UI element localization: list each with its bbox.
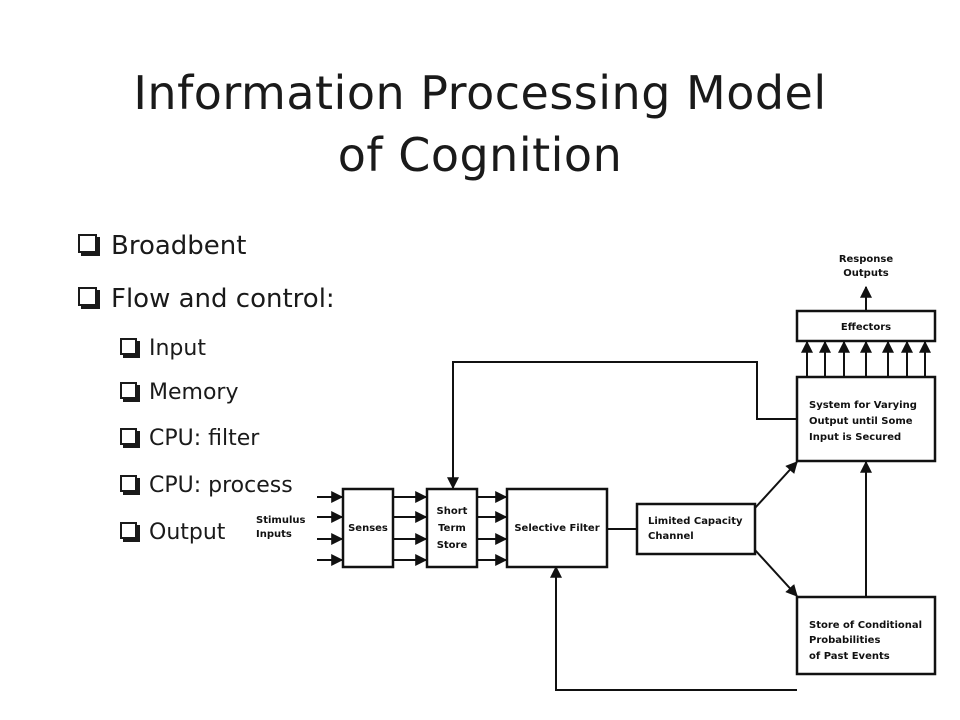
subbullet-cpu-filter: CPU: filter [120,421,259,457]
system-to-effectors-arrows [801,340,931,377]
subbullet-input: Input [120,331,206,367]
subbullet-text: Output [149,520,226,545]
subbullet-output: Output [120,515,225,551]
checkbox-bullet-icon [120,474,137,492]
short-term-label-3: Store [437,540,468,551]
title-line-1: Information Processing Model [133,66,827,120]
subbullet-text: CPU: process [149,473,293,498]
bullet-text: Flow and control: [111,284,335,314]
limited-capacity-box [635,502,757,556]
system-label-2: Output until Some [809,416,913,427]
stimulus-arrows [317,491,344,566]
checkbox-bullet-icon [78,234,97,253]
subbullet-text: Memory [149,380,239,405]
senses-to-sts-arrows [393,491,428,566]
bullet-text: Broadbent [111,231,247,261]
subbullet-cpu-process: CPU: process [120,468,293,504]
response-label: Response [839,254,894,265]
senses-box [341,487,395,569]
top-feedback-loop [447,361,797,490]
store-label-2: Probabilities [809,635,880,646]
channel-to-store-arrow [754,549,798,597]
bullet-flow-control: Flow and control: [78,279,335,319]
checkbox-bullet-icon [120,381,137,399]
short-term-label-1: Short [437,506,468,517]
stimulus-label-1: Stimulus [256,515,305,526]
outputs-label: Outputs [843,268,888,279]
system-label-1: System for Varying [809,400,917,411]
bottom-feedback-loop [550,565,797,691]
senses-label: Senses [348,523,388,534]
effectors-label: Effectors [841,322,891,333]
store-label-1: Store of Conditional [809,620,922,631]
subbullet-memory: Memory [120,375,238,411]
limited-capacity-label-1: Limited Capacity [648,516,743,527]
short-term-label-2: Term [438,523,466,534]
bullet-broadbent: Broadbent [78,226,246,266]
sts-to-filter-arrows [477,491,508,566]
checkbox-bullet-icon [120,521,137,539]
stimulus-label-2: Inputs [256,529,292,540]
subbullet-text: Input [149,336,206,361]
system-label-3: Input is Secured [809,432,901,443]
title-line-2: of Cognition [337,128,623,182]
checkbox-bullet-icon [120,337,137,355]
channel-to-system-arrow [754,461,798,509]
store-label-3: of Past Events [809,651,890,662]
slide-title: Information Processing Model of Cognitio… [0,62,960,186]
limited-capacity-label-2: Channel [648,531,694,542]
subbullet-text: CPU: filter [149,426,260,451]
checkbox-bullet-icon [120,427,137,445]
selective-filter-label: Selective Filter [514,523,599,534]
checkbox-bullet-icon [78,287,97,306]
